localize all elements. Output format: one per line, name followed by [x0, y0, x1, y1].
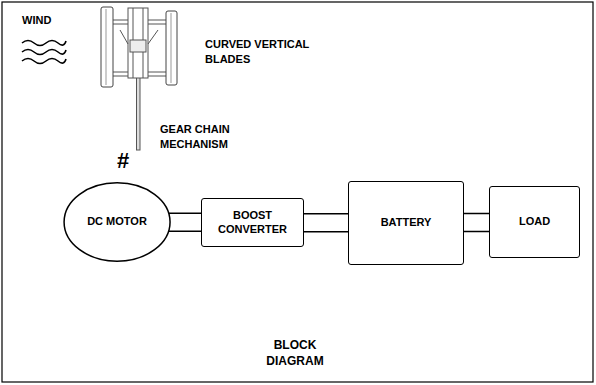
wire-pair — [464, 214, 489, 232]
node-label: DC MOTOR — [83, 213, 151, 231]
part-label: GEAR CHAIN MECHANISM — [160, 122, 260, 152]
frame-border — [2, 2, 593, 382]
node-label: BOOST CONVERTER — [202, 207, 303, 239]
caption: BLOCK DIAGRAM — [255, 337, 335, 369]
dc-motor-circle: DC MOTOR — [63, 182, 171, 262]
callout-number: # — [117, 150, 139, 172]
wire-pair — [304, 214, 348, 232]
load-box: LOAD — [489, 186, 580, 258]
node-label: LOAD — [515, 213, 554, 231]
wind-label: WIND — [22, 13, 82, 28]
wind-waves — [22, 41, 66, 64]
part-label: CURVED VERTICAL BLADES — [205, 37, 315, 67]
storage-box: BATTERY — [348, 181, 464, 265]
node-label: BATTERY — [377, 214, 436, 232]
process-box: BOOST CONVERTER — [201, 198, 304, 247]
wire-pair — [168, 213, 201, 231]
